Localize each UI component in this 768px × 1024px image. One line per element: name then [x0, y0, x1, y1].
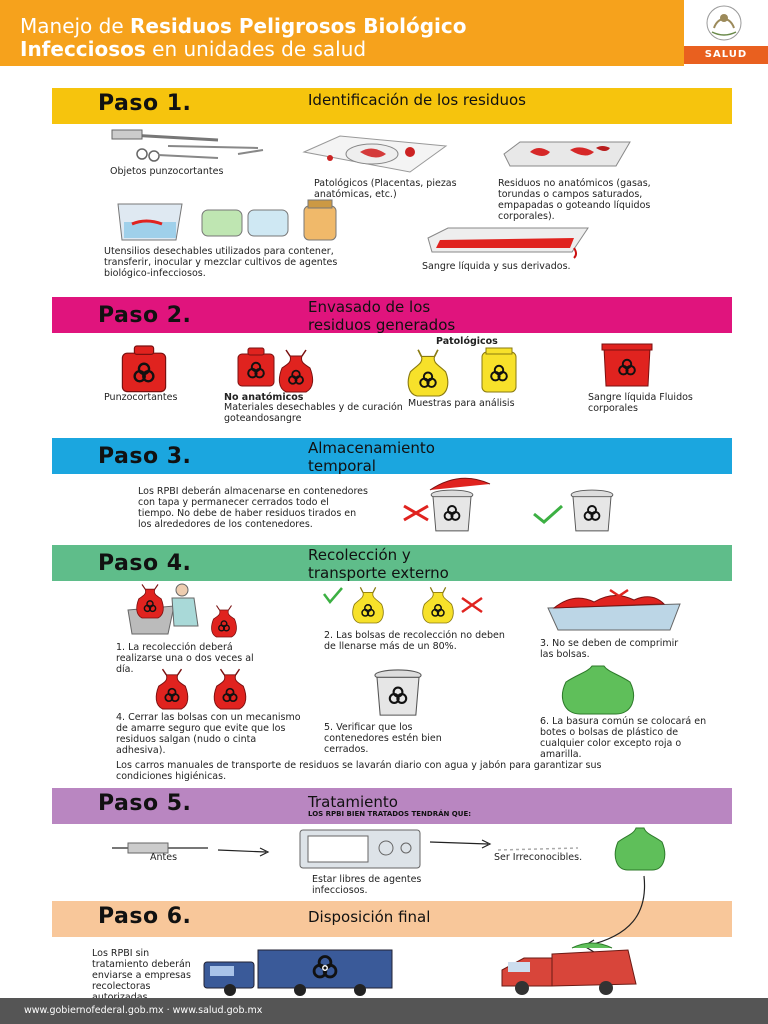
treated-waste-bag-illustration: [614, 827, 666, 871]
footer-links[interactable]: www.gobiernofederal.gob.mx · www.salud.g…: [24, 1005, 263, 1016]
step-6-label: Paso 6.: [98, 904, 192, 929]
closed-bin-correct-illustration: [533, 476, 640, 536]
salud-logo-label: SALUD: [684, 46, 768, 64]
closed-container-illustration: [358, 662, 448, 718]
step-2-title-line-1: Envasado de los: [308, 298, 431, 316]
lab-utensils-illustration: [117, 199, 337, 241]
compressed-bags-illustration: [547, 588, 681, 631]
sharps-container-icon: [110, 342, 180, 392]
syringe-before-illustration: [112, 842, 270, 857]
step-3-band: Paso 3. Almacenamiento temporal: [52, 438, 732, 475]
step-6-title: Disposición final: [308, 908, 431, 926]
item-pathological: Patológicos (Placentas, piezas anatómica…: [314, 178, 457, 200]
step-4-band: Paso 4. Recolección y transporte externo: [52, 545, 732, 582]
step-1-band: Paso 1. Identificación de los residuos: [52, 88, 732, 124]
blood-tray-illustration: [427, 227, 589, 259]
non-anatomical-heading: No anatómicos: [224, 392, 304, 403]
carts-note: Los carros manuales de transporte de res…: [116, 760, 602, 782]
pathological-tray-illustration: [302, 135, 448, 173]
common-trash-bag-illustration: [562, 665, 634, 715]
step-4-title-line-2: transporte externo: [308, 564, 449, 582]
title-post: en unidades de salud: [145, 37, 367, 61]
treatment-free-of-agents: Estar libres de agentes infecciosos.: [312, 874, 422, 896]
gauze-tray-illustration: [503, 141, 631, 167]
step-2-title-line-2: residuos generados: [308, 316, 456, 334]
sharps-illustration: [111, 129, 264, 162]
step-3-title-line-2: temporal: [308, 457, 376, 475]
pack-sharps-label: Punzocortantes: [104, 392, 178, 403]
header-banner: Manejo de Residuos Peligrosos Biológico …: [0, 0, 768, 66]
step-2-label: Paso 2.: [98, 303, 192, 328]
item-non-anatomical: Residuos no anatómicos (gasas, torundas …: [498, 178, 651, 222]
page-title: Manejo de Residuos Peligrosos Biológico …: [20, 15, 660, 61]
national-seal-icon: [706, 5, 742, 41]
pack-non-anatomical-desc: Materiales desechables y de curación got…: [224, 402, 403, 424]
rule-3: 3. No se deben de comprimir las bolsas.: [540, 638, 679, 660]
step-6-band: Paso 6. Disposición final: [52, 901, 732, 937]
pathological-heading: Patológicos: [436, 336, 498, 347]
arrow-and-debris-illustration: [429, 839, 579, 851]
step-5-subtitle: LOS RPBI BIEN TRATADOS TENDRÁN QUE:: [308, 810, 472, 818]
rule-1: 1. La recolección deberá realizarse una …: [116, 642, 254, 675]
rule-4: 4. Cerrar las bolsas con un mecanismo de…: [116, 712, 301, 756]
pack-liquid-label: Sangre líquida Fluidos corporales: [588, 392, 693, 414]
item-blood: Sangre líquida y sus derivados.: [422, 261, 571, 272]
step-5-title: Tratamiento: [308, 793, 398, 811]
final-disposal-text: Los RPBI sin tratamiento deberán enviars…: [92, 948, 191, 1003]
red-box-and-bag-icon: [230, 342, 340, 392]
item-sharps: Objetos punzocortantes: [110, 166, 224, 177]
step-3-label: Paso 3.: [98, 444, 192, 469]
rule-5: 5. Verificar que los contenedores estén …: [324, 722, 442, 755]
step-1-title: Identificación de los residuos: [308, 91, 526, 109]
rule-2: 2. Las bolsas de recolección no deben de…: [324, 630, 505, 652]
step-3-title-line-1: Almacenamiento: [308, 439, 435, 457]
open-bin-wrong-illustration: [403, 477, 491, 536]
garbage-compactor-truck-illustration: [501, 942, 637, 995]
autoclave-illustration: [299, 829, 421, 869]
step-5-band: Paso 5. Tratamiento LOS RPBI BIEN TRATAD…: [52, 788, 732, 824]
treatment-unrecognizable: Ser Irreconocibles.: [494, 852, 583, 863]
step-4-label: Paso 4.: [98, 551, 192, 576]
title-bold-1: Residuos Peligrosos Biológico: [130, 14, 467, 38]
step-5-label: Paso 5.: [98, 791, 192, 816]
yellow-bag-and-container-icon: [390, 347, 517, 396]
title-pre: Manejo de: [20, 14, 130, 38]
storage-text: Los RPBI deberán almacenarse en contened…: [138, 486, 368, 530]
item-lab-utensils: Utensilios desechables utilizados para c…: [104, 246, 338, 279]
step-4-title-line-1: Recolección y: [308, 546, 411, 564]
footer-bar: www.gobiernofederal.gob.mx · www.salud.g…: [0, 998, 768, 1024]
step-1-label: Paso 1.: [98, 91, 192, 116]
liquid-blood-container-icon: [601, 343, 653, 387]
tied-bags-illustration: [140, 668, 270, 712]
bag-fill-limit-illustration: [323, 584, 483, 628]
step-2-band: Paso 2. Envasado de los residuos generad…: [52, 297, 732, 334]
collection-worker-illustration: [127, 583, 254, 640]
rule-6: 6. La basura común se colocará en botes …: [540, 716, 707, 760]
title-bold-2: Infecciosos: [20, 37, 146, 61]
treatment-before: Antes: [150, 852, 178, 863]
pack-non-anatomical-label: No anatómicos: [224, 392, 303, 403]
collection-truck-illustration: [203, 949, 393, 996]
pack-samples-label: Muestras para análisis: [408, 398, 515, 409]
